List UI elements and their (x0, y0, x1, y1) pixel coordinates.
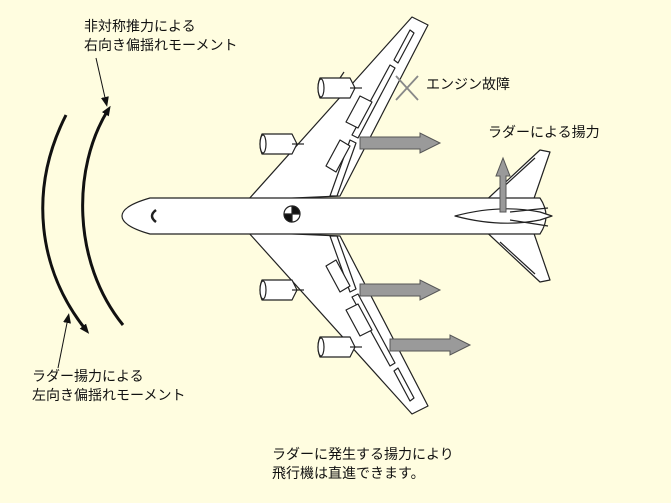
thrust-arrow (359, 279, 442, 301)
thrust-label-leader (95, 57, 109, 107)
rudder-lift-arrow (495, 156, 511, 213)
aircraft (121, 16, 553, 415)
rudder-yaw-moment-arrow (41, 114, 90, 334)
engine-failure-label: エンジン故障 (426, 77, 510, 93)
rudder-label-leader (57, 313, 71, 369)
engine-outer-right (317, 336, 362, 358)
lower-wing (247, 231, 429, 415)
center-of-gravity-icon (283, 205, 301, 223)
engine-failure-x-icon (395, 75, 419, 101)
engine-inner-right (259, 279, 304, 301)
fuselage (121, 197, 547, 235)
thrust-moment-label: 非対称推力による 右向き偏揺れモーメント (84, 19, 238, 54)
thrust-arrow (389, 334, 472, 356)
cockpit-windows (150, 209, 157, 223)
engine-outer-left (317, 71, 362, 99)
rudder (454, 208, 553, 224)
rudder-lift-label: ラダーによる揚力 (488, 125, 600, 141)
upper-wing (247, 16, 429, 201)
conclusion-label: ラダーに発生する揚力により 飛行機は直進できます。 (272, 447, 454, 482)
thrust-arrow (359, 132, 442, 154)
rudder-moment-label: ラダー揚力による 左向き偏揺れモーメント (32, 369, 186, 404)
engine-inner-left (259, 133, 304, 155)
thrust-yaw-moment-arrow (81, 105, 125, 326)
